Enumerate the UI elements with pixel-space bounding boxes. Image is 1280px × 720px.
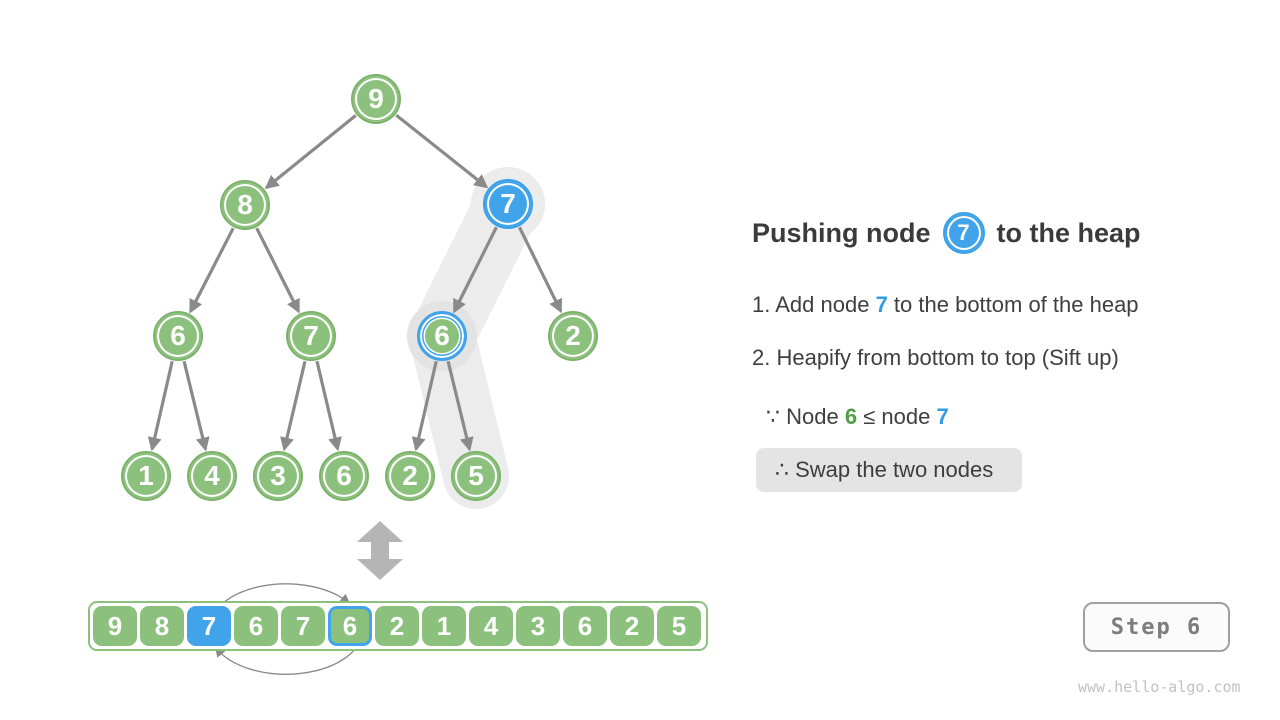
tree-node: 7: [286, 311, 336, 361]
because-blue-number: 7: [936, 404, 949, 429]
title-text-before: Pushing node: [752, 217, 931, 248]
array-cell: 5: [657, 606, 701, 646]
tree-node-swapped: 6: [417, 311, 467, 361]
array-cell: 2: [375, 606, 419, 646]
step-1-node-number: 7: [875, 292, 888, 317]
tree-node: 8: [220, 180, 270, 230]
tree-node-pushed: 7: [483, 179, 533, 229]
array-cell: 8: [140, 606, 184, 646]
tree-node: 5: [451, 451, 501, 501]
conclusion-box: ∴ Swap the two nodes: [756, 448, 1022, 492]
step-1-text: 1. Add node 7 to the bottom of the heap: [752, 292, 1139, 317]
tree-node: 2: [385, 451, 435, 501]
pushed-node-badge: 7: [942, 212, 985, 254]
up-down-arrow-icon: [357, 521, 403, 580]
array-cell: 3: [516, 606, 560, 646]
tree-node: 4: [187, 451, 237, 501]
panel-title: Pushing node 7 to the heap: [752, 212, 1141, 254]
step-indicator: Step 6: [1083, 602, 1230, 652]
array-cell-pushed: 7: [187, 606, 231, 646]
tree-node: 2: [548, 311, 598, 361]
array-cell: 6: [234, 606, 278, 646]
because-green-number: 6: [844, 404, 858, 429]
tree-edges: [147, 113, 563, 452]
array-cell: 9: [93, 606, 137, 646]
array-cell: 2: [610, 606, 654, 646]
tree-node: 6: [319, 451, 369, 501]
array-cell-swapped: 6: [328, 606, 372, 646]
because-condition-text: ∵ Node 6 ≤ node 7: [766, 404, 949, 429]
array-cell: 4: [469, 606, 513, 646]
heap-array: 9 8 7 6 7 6 2 1 4 3 6 2 5: [88, 601, 708, 651]
step-2-text: 2. Heapify from bottom to top (Sift up): [752, 345, 1119, 370]
title-text-after: to the heap: [996, 217, 1141, 248]
watermark: www.hello-algo.com: [1078, 678, 1241, 696]
array-cell: 7: [281, 606, 325, 646]
array-cell: 6: [563, 606, 607, 646]
tree-node: 3: [253, 451, 303, 501]
tree-node-root: 9: [351, 74, 401, 124]
tree-node: 6: [153, 311, 203, 361]
array-cell: 1: [422, 606, 466, 646]
tree-node: 1: [121, 451, 171, 501]
